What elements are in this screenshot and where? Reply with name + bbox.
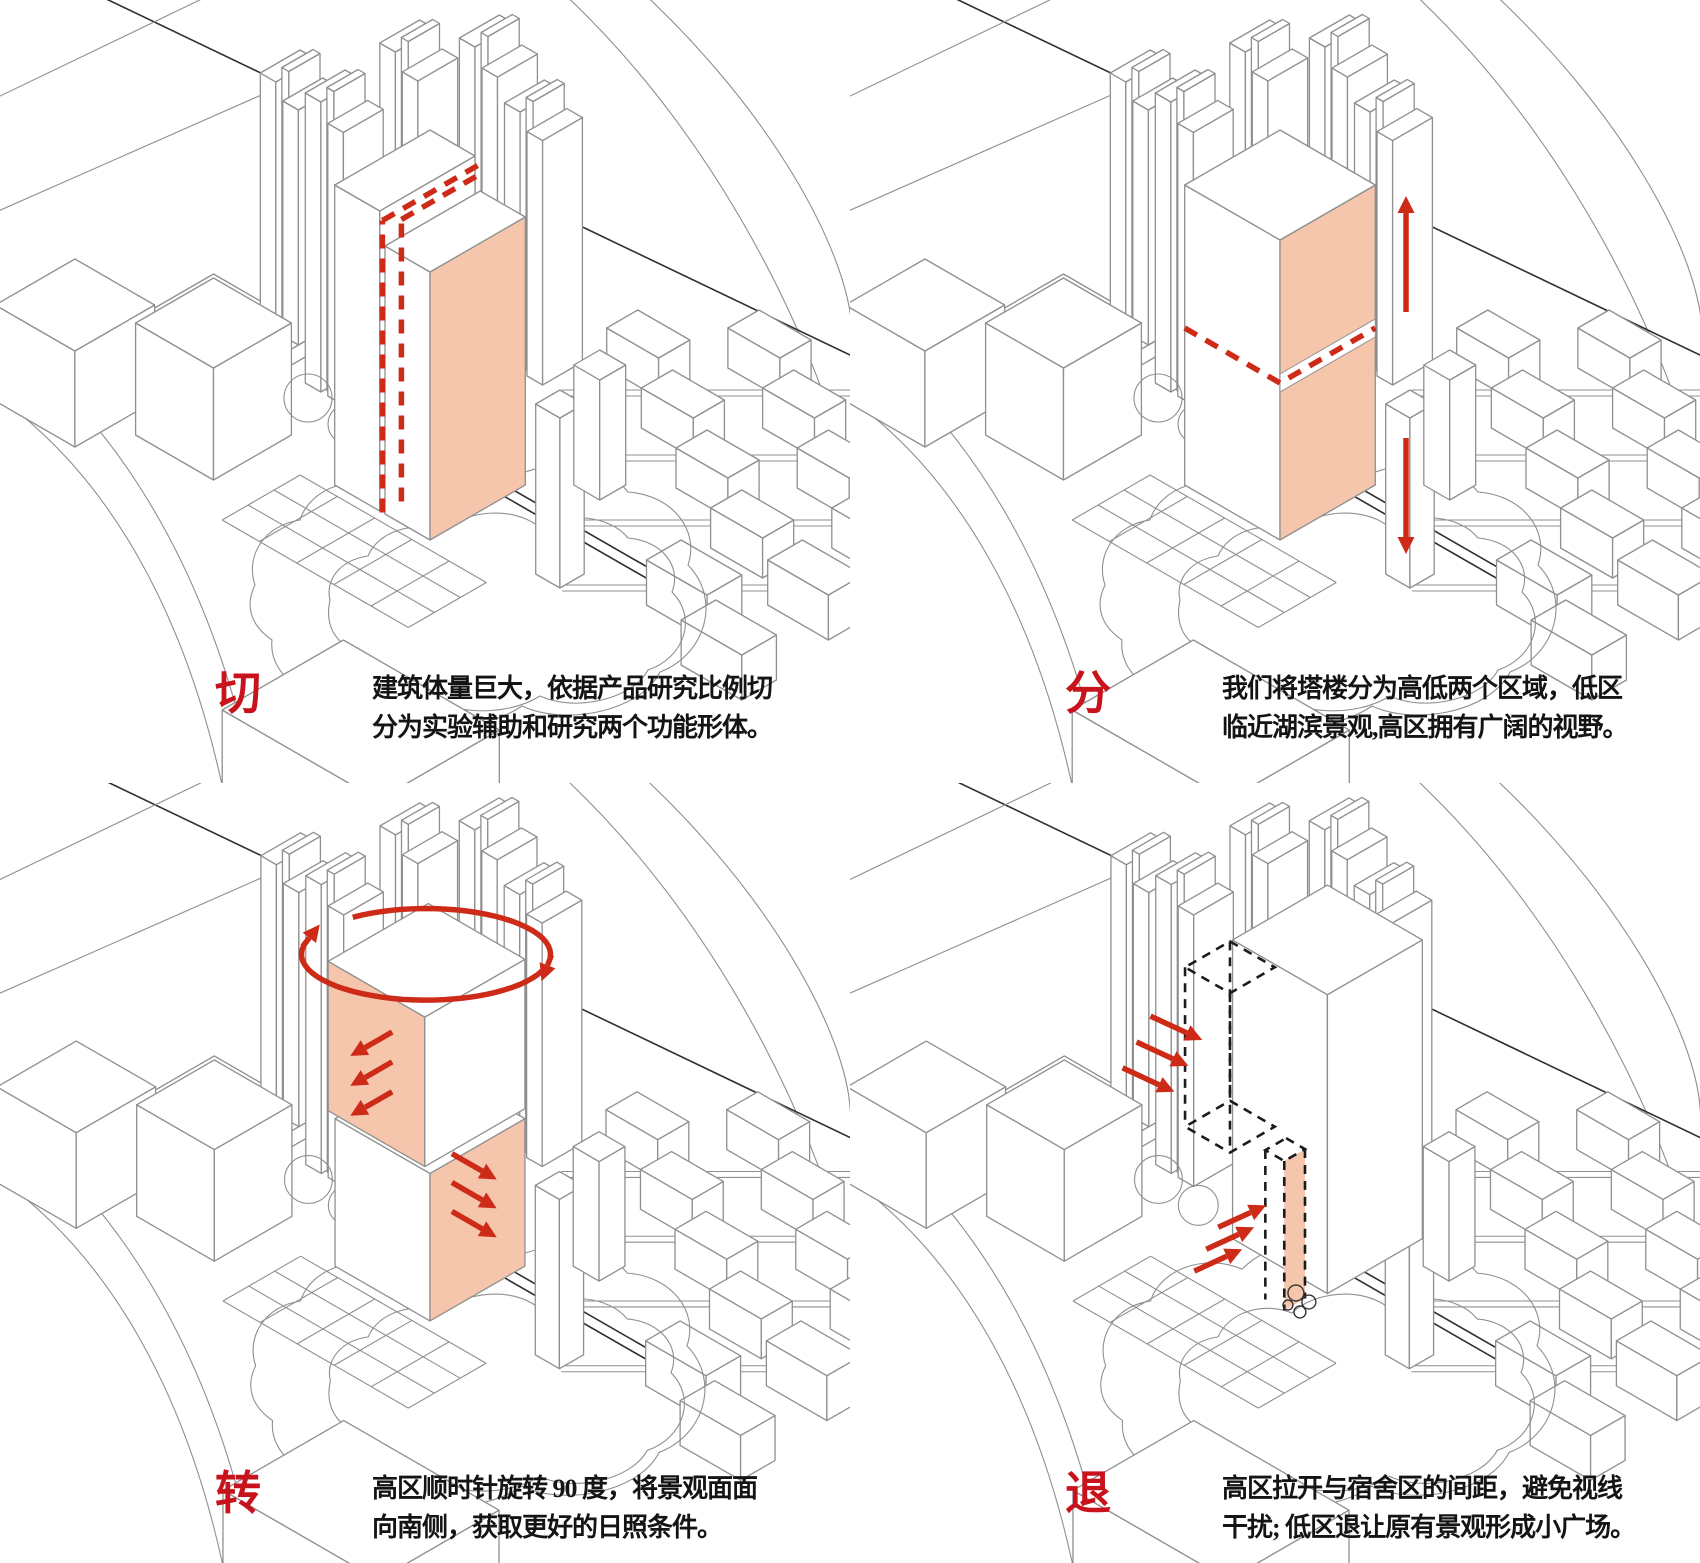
axon-diagram-setback-icon — [850, 783, 1700, 1563]
panel-cut: 切 建筑体量巨大，依据产品研究比例切 分为实验辅助和研究两个功能形体。 — [0, 0, 850, 783]
keyword-label-cut: 切 — [215, 668, 261, 719]
caption-setback: 退 高区拉开与宿舍区的间距，避免视线 干扰; 低区退让原有景观形成小广场。 — [1018, 1468, 1636, 1547]
keyword-label-rotate: 转 — [215, 1468, 261, 1519]
keyword-label-setback: 退 — [1065, 1468, 1111, 1519]
caption-line: 分为实验辅助和研究两个功能形体。 — [372, 713, 773, 742]
caption-rotate: 转 高区顺时针旋转 90 度，将景观面面 向南侧，获取更好的日照条件。 — [168, 1468, 758, 1547]
caption-line: 建筑体量巨大，依据产品研究比例切 — [372, 674, 773, 703]
caption-text-rotate: 高区顺时针旋转 90 度，将景观面面 向南侧，获取更好的日照条件。 — [372, 1469, 758, 1547]
panel-rotate: 转 高区顺时针旋转 90 度，将景观面面 向南侧，获取更好的日照条件。 — [0, 783, 850, 1563]
caption-line: 高区顺时针旋转 90 度，将景观面面 — [372, 1474, 758, 1503]
caption-line: 我们将塔楼分为高低两个区域，低区 — [1222, 674, 1623, 703]
caption-cut: 切 建筑体量巨大，依据产品研究比例切 分为实验辅助和研究两个功能形体。 — [168, 668, 773, 747]
caption-line: 临近湖滨景观,高区拥有广阔的视野。 — [1222, 713, 1629, 742]
keyword-label-divide: 分 — [1065, 668, 1111, 719]
caption-text-divide: 我们将塔楼分为高低两个区域，低区 临近湖滨景观,高区拥有广阔的视野。 — [1222, 669, 1629, 747]
panel-setback: 退 高区拉开与宿舍区的间距，避免视线 干扰; 低区退让原有景观形成小广场。 — [850, 783, 1700, 1563]
caption-line: 向南侧，获取更好的日照条件。 — [372, 1513, 723, 1542]
axon-diagram-cut-icon — [0, 0, 850, 783]
caption-text-setback: 高区拉开与宿舍区的间距，避免视线 干扰; 低区退让原有景观形成小广场。 — [1222, 1469, 1636, 1547]
caption-line: 干扰; 低区退让原有景观形成小广场。 — [1222, 1513, 1636, 1542]
axon-diagram-rotate-icon — [0, 783, 850, 1563]
caption-line: 高区拉开与宿舍区的间距，避免视线 — [1222, 1474, 1623, 1503]
axon-diagram-divide-icon — [850, 0, 1700, 783]
caption-divide: 分 我们将塔楼分为高低两个区域，低区 临近湖滨景观,高区拥有广阔的视野。 — [1018, 668, 1629, 747]
caption-text-cut: 建筑体量巨大，依据产品研究比例切 分为实验辅助和研究两个功能形体。 — [372, 669, 773, 747]
panel-divide: 分 我们将塔楼分为高低两个区域，低区 临近湖滨景观,高区拥有广阔的视野。 — [850, 0, 1700, 783]
